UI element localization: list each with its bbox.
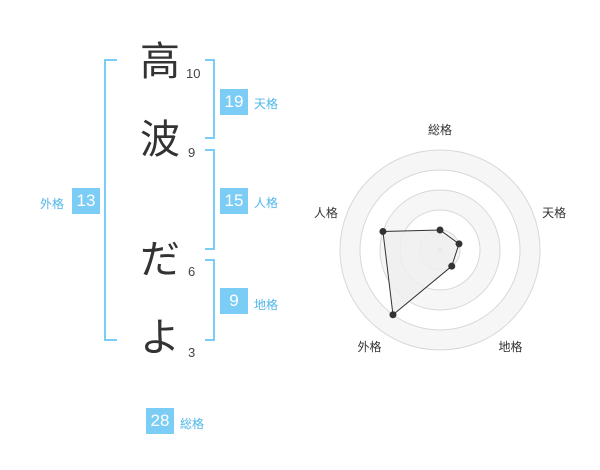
radar-axis-label-4: 外格 bbox=[357, 339, 381, 354]
radar-point-3 bbox=[448, 262, 456, 270]
radar-point-1 bbox=[436, 226, 444, 234]
chikaku-bracket bbox=[205, 259, 215, 341]
soukaku-value: 28 bbox=[146, 408, 174, 434]
gaikaku-bracket bbox=[104, 59, 117, 341]
radar-point-2 bbox=[455, 240, 463, 248]
radar-axis-label-2: 天格 bbox=[542, 205, 566, 220]
stroke-count-3: 6 bbox=[188, 264, 196, 279]
chikaku-value: 9 bbox=[220, 288, 248, 314]
radar-point-5 bbox=[379, 227, 387, 235]
gaikaku-value: 13 bbox=[72, 188, 100, 214]
radar-axis-label-3: 地格 bbox=[499, 339, 523, 354]
name-char-3: だ bbox=[140, 237, 180, 283]
name-char-2: 波 bbox=[140, 117, 180, 163]
radar-axis-label-5: 人格 bbox=[314, 205, 338, 220]
chikaku-label: 地格 bbox=[254, 298, 279, 312]
name-char-1: 高 bbox=[140, 39, 180, 85]
stroke-count-2: 9 bbox=[188, 145, 196, 160]
gaikaku-label: 外格 bbox=[40, 197, 65, 211]
radar-point-4 bbox=[389, 311, 397, 319]
soukaku-label: 総格 bbox=[180, 417, 205, 431]
name-char-4: よ bbox=[140, 315, 180, 361]
jinkaku-label: 人格 bbox=[254, 196, 279, 210]
tenkaku-value: 19 bbox=[220, 89, 248, 115]
radar-polygon-group bbox=[379, 226, 463, 319]
radar-axis-label-1: 総格 bbox=[428, 122, 452, 137]
tenkaku-bracket bbox=[205, 59, 215, 139]
stroke-count-1: 10 bbox=[186, 66, 201, 81]
radar-polygon bbox=[382, 229, 460, 316]
jinkaku-bracket bbox=[205, 149, 215, 250]
stroke-count-4: 3 bbox=[188, 345, 196, 360]
tenkaku-label: 天格 bbox=[254, 97, 279, 111]
jinkaku-value: 15 bbox=[220, 188, 248, 214]
